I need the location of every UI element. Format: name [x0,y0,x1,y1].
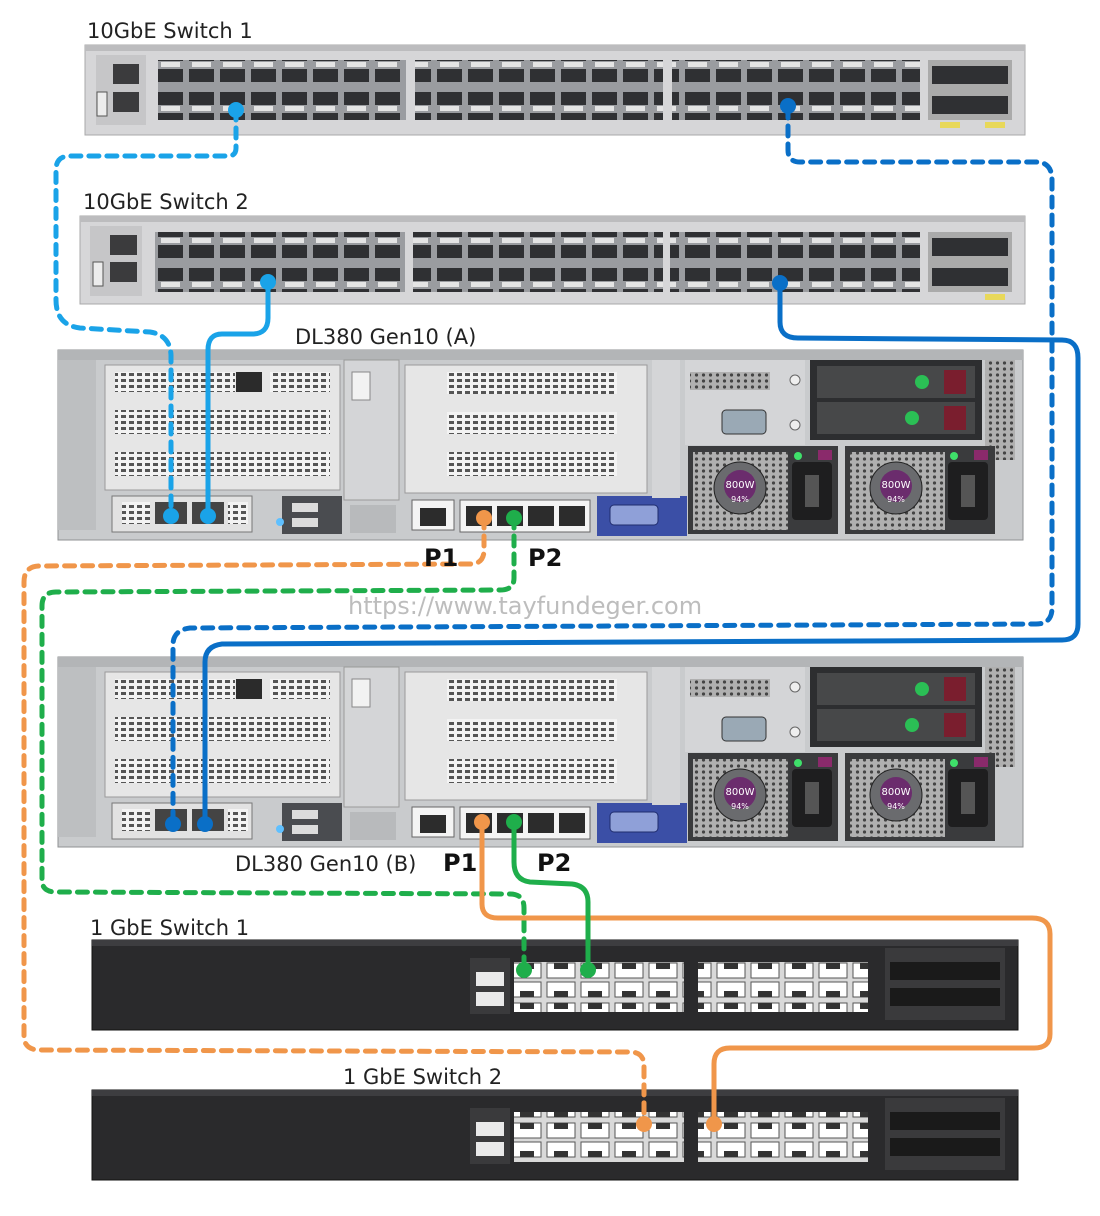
endpoint-dot [516,962,532,978]
psu-efficiency: 94% [731,495,749,504]
mgmt-ethernet-port [113,92,139,112]
endpoint-dot [706,1116,722,1132]
sfp-bank-3 [672,60,920,120]
label-server-a-p2: P2 [528,544,562,572]
console-port [113,64,139,84]
psu-1: 800W 94% [688,446,838,534]
label-server-a: DL380 Gen10 (A) [295,325,476,349]
label-10gbe-switch-2: 10GbE Switch 2 [83,190,249,214]
psu-wattage: 800W [726,787,755,798]
psu-wattage: 800W [726,480,755,491]
cables [21,105,1081,1125]
rack-ear-left [58,360,96,530]
cable-dark-blue-dashed [170,105,1055,825]
label-server-b: DL380 Gen10 (B) [235,852,416,876]
server-dl380-a: 800W 94% 800W 94% [57,349,1024,541]
endpoint-dot [260,274,276,290]
psu-1: 800W 94% [688,753,838,841]
label-server-b-p1: P1 [443,849,477,877]
label-10gbe-switch-1: 10GbE Switch 1 [87,19,253,43]
psu-efficiency: 94% [887,495,905,504]
endpoint-dot [200,508,216,524]
label-server-a-p1: P1 [424,544,458,572]
watermark-url: https://www.tayfundeger.com [348,592,702,620]
endpoint-dot [165,816,181,832]
endpoint-dot [772,275,788,291]
usb-ports [282,803,342,841]
endpoint-dot [780,98,796,114]
rj45-bank-2 [698,962,868,1012]
cable-light-blue-solid [205,279,271,519]
switch-1gbe-1 [91,939,1019,1031]
sfp-bank-2 [415,60,663,120]
sfp-uplink-ports [885,948,1005,1020]
usb-port [92,261,104,287]
cable-dark-blue-solid [202,280,1081,825]
rj45-bank-2 [698,1112,868,1162]
usb-ports [282,496,342,534]
psu-2: 800W 94% [845,446,995,534]
cable-green-solid [511,819,591,971]
endpoint-dot [580,962,596,978]
rj45-bank-1 [514,962,684,1012]
cable-green-dashed [39,515,527,971]
label-1gbe-switch-2: 1 GbE Switch 2 [343,1065,502,1089]
endpoint-dot [474,814,490,830]
console-port [110,235,137,255]
endpoint-dot [163,508,179,524]
switch-1gbe-2 [91,1089,1019,1181]
mgmt-ethernet-port [110,262,137,282]
cable-light-blue-dashed [53,107,239,519]
endpoint-dot [197,816,213,832]
sfp-bank-1 [155,232,405,292]
psu-efficiency: 94% [887,802,905,811]
endpoint-dot [506,814,522,830]
switch-10gbe-1 [84,44,1026,136]
psu-wattage: 800W [882,787,911,798]
label-1gbe-switch-1: 1 GbE Switch 1 [90,916,249,940]
psu-wattage: 800W [882,480,911,491]
rack-ear-left [58,667,96,837]
label-server-b-p2: P2 [537,849,571,877]
endpoint-dot [636,1116,652,1132]
server-dl380-b: 800W 94% 800W 94% [57,656,1024,848]
sfp-bank-2 [413,232,663,292]
sfp-bank-1 [158,60,406,120]
sfp-uplink-ports [885,1098,1005,1170]
psu-2: 800W 94% [845,753,995,841]
usb-port [96,91,108,117]
endpoint-dot [506,510,522,526]
switch-10gbe-2 [79,215,1026,305]
rj45-bank-1 [514,1112,684,1162]
cable-endpoints [163,98,796,1132]
endpoint-dot [476,510,492,526]
sfp-bank-3 [670,232,920,292]
endpoint-dot [228,102,244,118]
cable-orange-solid [479,819,1053,1125]
cable-orange-dashed [21,515,647,1125]
psu-efficiency: 94% [731,802,749,811]
